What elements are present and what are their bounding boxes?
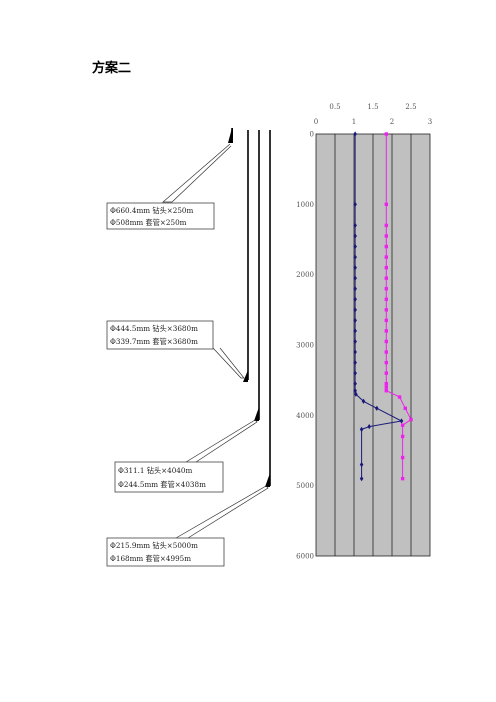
series-2-point <box>384 202 388 207</box>
series-2-point <box>384 350 388 354</box>
series-1-point <box>375 405 379 411</box>
top-axis-label: 0.5 <box>329 103 340 111</box>
series-1-point <box>353 338 357 345</box>
series-1-point <box>353 328 357 334</box>
series-2-point <box>397 395 402 399</box>
series-2-point <box>384 318 388 323</box>
series-1-point <box>353 381 357 387</box>
series-2-point <box>409 417 413 422</box>
callout-4-line-2: Φ168mm 套管×4995m <box>110 554 191 563</box>
y-tick-label: 2000 <box>296 271 314 279</box>
y-tick-label: 1000 <box>296 201 314 209</box>
callout-box-4 <box>106 537 225 567</box>
series-2-point <box>384 223 388 228</box>
callout-leader-1 <box>162 143 232 203</box>
callout-leader-3 <box>185 419 258 463</box>
series-2-point <box>384 371 388 375</box>
callout-box-3 <box>114 461 224 493</box>
callout-box-1 <box>106 202 215 230</box>
series-2-point <box>400 434 405 439</box>
series-1-point <box>353 317 357 323</box>
callout-1-line-2: Φ508mm 套管×250m <box>110 218 187 227</box>
callout-4-line-1: Φ215.9mm 钻头×5000m <box>110 541 198 550</box>
casing-shoe-2 <box>243 370 248 382</box>
casing-shoe-3 <box>254 407 259 421</box>
series-1-point <box>353 370 357 376</box>
series-2-point <box>384 385 388 389</box>
callout-3-line-2: Φ244.5mm 套管×4038m <box>118 480 206 489</box>
top-axis-label: 2.5 <box>405 103 416 111</box>
callout-2-line-1: Φ444.5mm 钻头×3680m <box>110 324 198 333</box>
series-1-point <box>353 233 357 239</box>
series-2-point <box>384 308 388 312</box>
series-1-point <box>353 307 357 313</box>
callout-leader-2 <box>212 347 245 379</box>
series-2-point <box>384 329 388 333</box>
series-1-point <box>353 359 357 366</box>
y-tick-label: 0 <box>310 131 314 139</box>
series-1-point <box>353 349 357 355</box>
series-1-point <box>353 131 357 137</box>
series-1-point <box>359 461 364 468</box>
series-2-point <box>384 297 388 301</box>
callout-leader-4 <box>175 485 269 539</box>
series-2-point <box>384 389 388 393</box>
series-2-point <box>403 406 407 410</box>
series-1-point <box>353 254 357 260</box>
series-2-point <box>400 476 405 481</box>
series-1-point <box>359 426 364 432</box>
pressure-profile-chart: 0.5 1.5 2.5 0 1 2 3 0 1000 2000 3000 4000 5000 6000 <box>296 103 432 561</box>
series-2-point <box>400 455 405 460</box>
series-2-point <box>384 255 388 259</box>
callout-2-line-2: Φ339.7mm 套管×3680m <box>110 337 198 346</box>
y-tick-label: 3000 <box>296 342 314 350</box>
series-1-point <box>353 286 357 292</box>
series-2-point <box>384 265 388 270</box>
x-tick-label: 2 <box>390 118 394 126</box>
series-2-point <box>384 244 388 249</box>
series-2-point <box>384 381 388 386</box>
x-tick-label: 0 <box>314 118 318 126</box>
series-1-point <box>353 275 357 281</box>
x-tick-label: 1 <box>352 118 356 126</box>
series-2-point <box>384 287 388 291</box>
series-1-point <box>399 418 404 424</box>
page-heading: 方案二 <box>92 61 132 76</box>
x-tick-label: 3 <box>428 118 432 126</box>
series-1-point <box>353 265 357 271</box>
series-1-point <box>359 476 364 482</box>
series-1-point <box>354 391 358 397</box>
series-1-point <box>353 222 357 229</box>
casing-shoe-4 <box>265 473 270 487</box>
series-1-point <box>361 398 366 404</box>
series-2-point <box>384 360 388 365</box>
y-tick-label: 6000 <box>296 553 314 561</box>
series-1-point <box>353 201 357 207</box>
callout-box-2 <box>106 320 214 350</box>
series-2-point <box>384 132 388 136</box>
y-tick-label: 5000 <box>296 482 314 490</box>
series-2-point <box>384 234 388 238</box>
series-1-point <box>367 423 371 430</box>
casing-shoe-1 <box>228 128 233 143</box>
series-1-point <box>353 296 357 302</box>
casing-schematic: Φ660.4mm 钻头×250m Φ508mm 套管×250m Φ444.5mm… <box>106 128 271 567</box>
series-2-point <box>384 339 388 344</box>
callout-1-line-1: Φ660.4mm 钻头×250m <box>110 206 194 215</box>
top-axis-label: 1.5 <box>367 103 378 111</box>
series-2-point <box>384 276 388 280</box>
y-tick-label: 4000 <box>296 412 314 420</box>
series-1-point <box>353 243 357 250</box>
series-2-point <box>400 423 405 427</box>
callout-3-line-1: Φ311.1 钻头×4040m <box>118 466 192 475</box>
